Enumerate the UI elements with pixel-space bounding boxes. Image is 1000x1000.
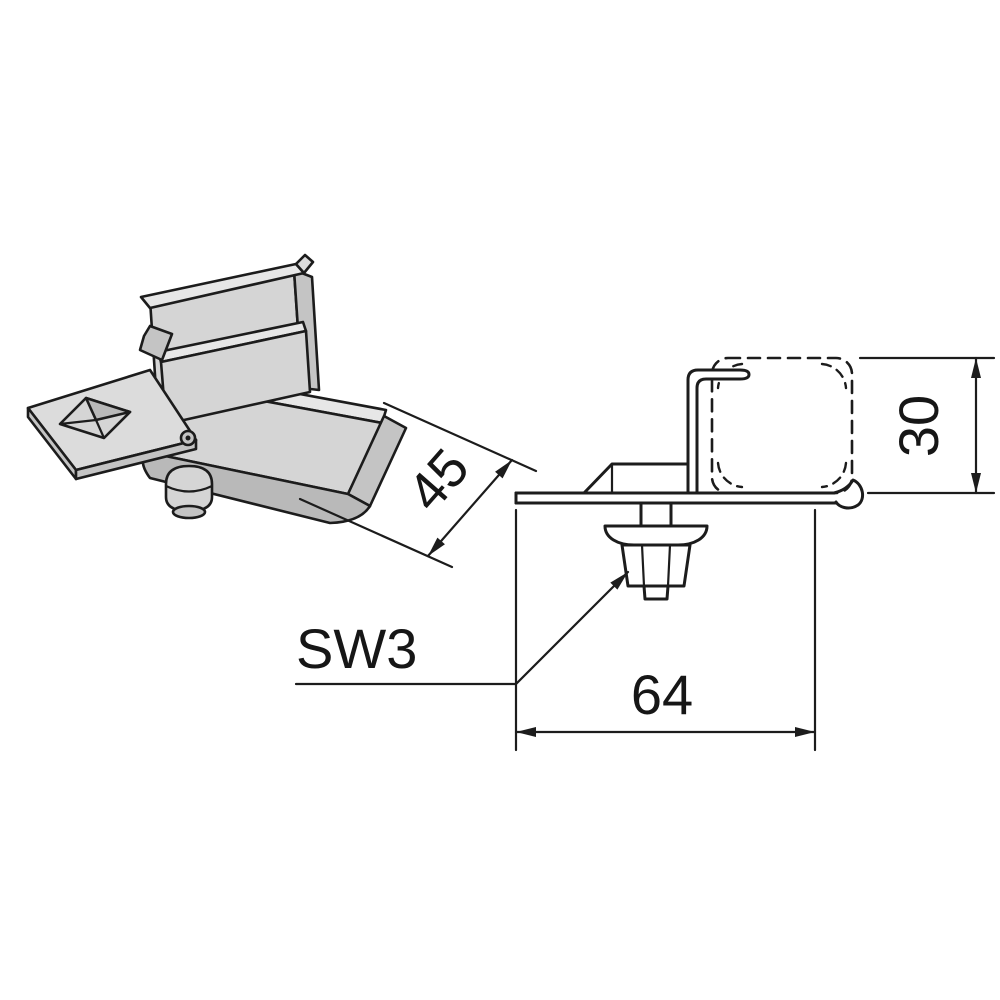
rail-corner-arc-br: [820, 461, 848, 489]
retaining-finger: [138, 324, 174, 362]
z-riser-profile: [686, 368, 751, 495]
isometric-view: [26, 253, 408, 525]
emboss-arrow-facet: [84, 396, 132, 422]
flange-washer: [603, 524, 709, 547]
side-view: [514, 356, 865, 601]
plate-hook-curl: [832, 478, 865, 510]
clamp-claw: [582, 462, 690, 495]
screw-knob-band: [164, 484, 214, 493]
nut-facet-lines: [640, 543, 672, 588]
nut-tip: [642, 584, 670, 601]
rail-profile-dashed: [710, 356, 854, 495]
wall-top-tab: [294, 253, 315, 275]
hex-nut: [620, 543, 692, 588]
dimension-64-label: 64: [631, 663, 693, 726]
leader-arrow-line: [294, 570, 630, 686]
sw3-label: SW3: [296, 617, 417, 680]
base-plate-right-edge: [74, 438, 198, 481]
rivet-center: [185, 435, 191, 441]
emboss-facet-lines: [58, 418, 106, 440]
rail-corner-arc-tr: [820, 362, 848, 390]
screw-knob-foot: [171, 504, 207, 520]
extension-line-b: [382, 401, 538, 473]
dimension-64: 64: [514, 508, 817, 752]
extension-line-a: [298, 497, 454, 569]
dimension-30-label: 30: [887, 395, 950, 457]
rail-corner-arc-bl: [716, 461, 744, 489]
dimension-line-45: [426, 458, 514, 558]
leader-sw3: SW3: [294, 570, 630, 686]
dimension-30: 30: [858, 356, 996, 495]
bolt-shaft: [639, 501, 673, 528]
